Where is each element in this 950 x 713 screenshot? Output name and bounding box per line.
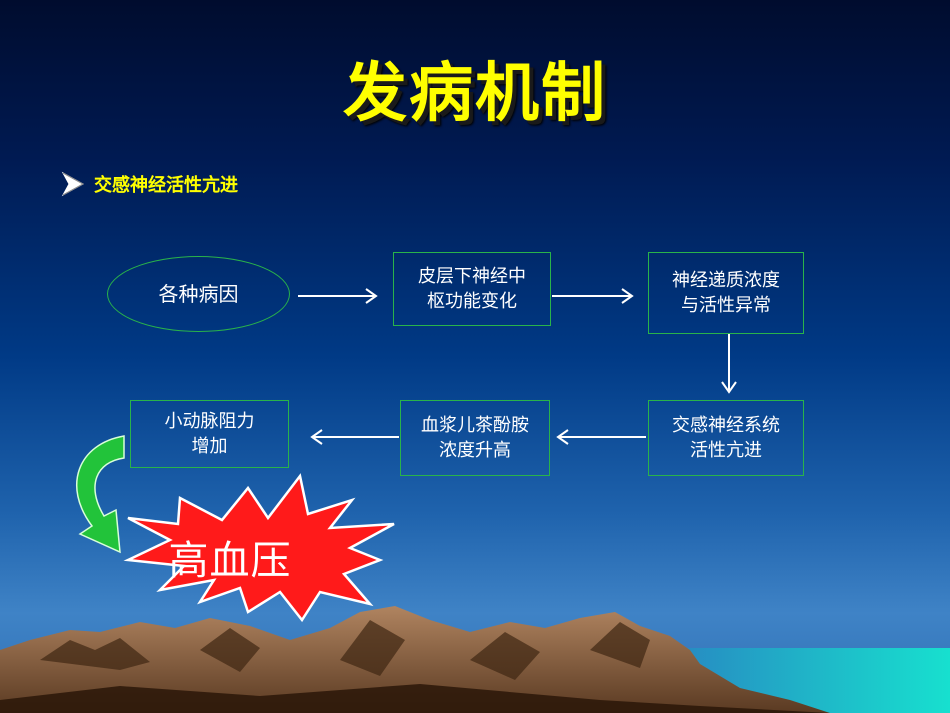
node-resistance: 小动脉阻力 增加 <box>130 400 289 468</box>
node-catecholamine-line1: 血浆儿茶酚胺 <box>421 415 529 436</box>
curved-arrow-icon <box>75 435 125 554</box>
node-cortex: 皮层下神经中 枢功能变化 <box>393 252 551 326</box>
arrow-head <box>365 288 378 304</box>
result-label: 高血压 <box>168 538 292 584</box>
bullet-text: 交感神经活性亢进 <box>94 175 238 196</box>
node-cause-label: 各种病因 <box>158 281 239 306</box>
node-sympathetic-line2: 活性亢进 <box>690 440 762 461</box>
node-resistance-line1: 小动脉阻力 <box>164 411 255 432</box>
starburst-icon <box>123 473 395 623</box>
node-transmitter-line1: 神经递质浓度 <box>672 270 780 291</box>
node-transmitter-line2: 与活性异常 <box>681 295 771 316</box>
node-cortex-line2: 枢功能变化 <box>427 291 517 312</box>
node-transmitter: 神经递质浓度 与活性异常 <box>648 252 804 334</box>
arrow-head <box>310 429 323 445</box>
node-cause: 各种病因 <box>107 256 290 332</box>
node-sympathetic: 交感神经系统 活性亢进 <box>648 400 804 476</box>
node-sympathetic-line1: 交感神经系统 <box>672 415 780 436</box>
arrow-head <box>621 288 634 304</box>
slide-title: 发病机制 <box>343 57 607 131</box>
arrow-head <box>721 381 737 394</box>
bullet-item: 交感神经活性亢进 <box>60 170 238 198</box>
node-cortex-line1: 皮层下神经中 <box>418 266 526 287</box>
node-resistance-line2: 增加 <box>191 436 228 457</box>
chevron-right-icon <box>61 171 85 197</box>
node-catecholamine: 血浆儿茶酚胺 浓度升高 <box>400 400 550 476</box>
node-catecholamine-line2: 浓度升高 <box>439 440 511 461</box>
arrow-head <box>556 429 569 445</box>
